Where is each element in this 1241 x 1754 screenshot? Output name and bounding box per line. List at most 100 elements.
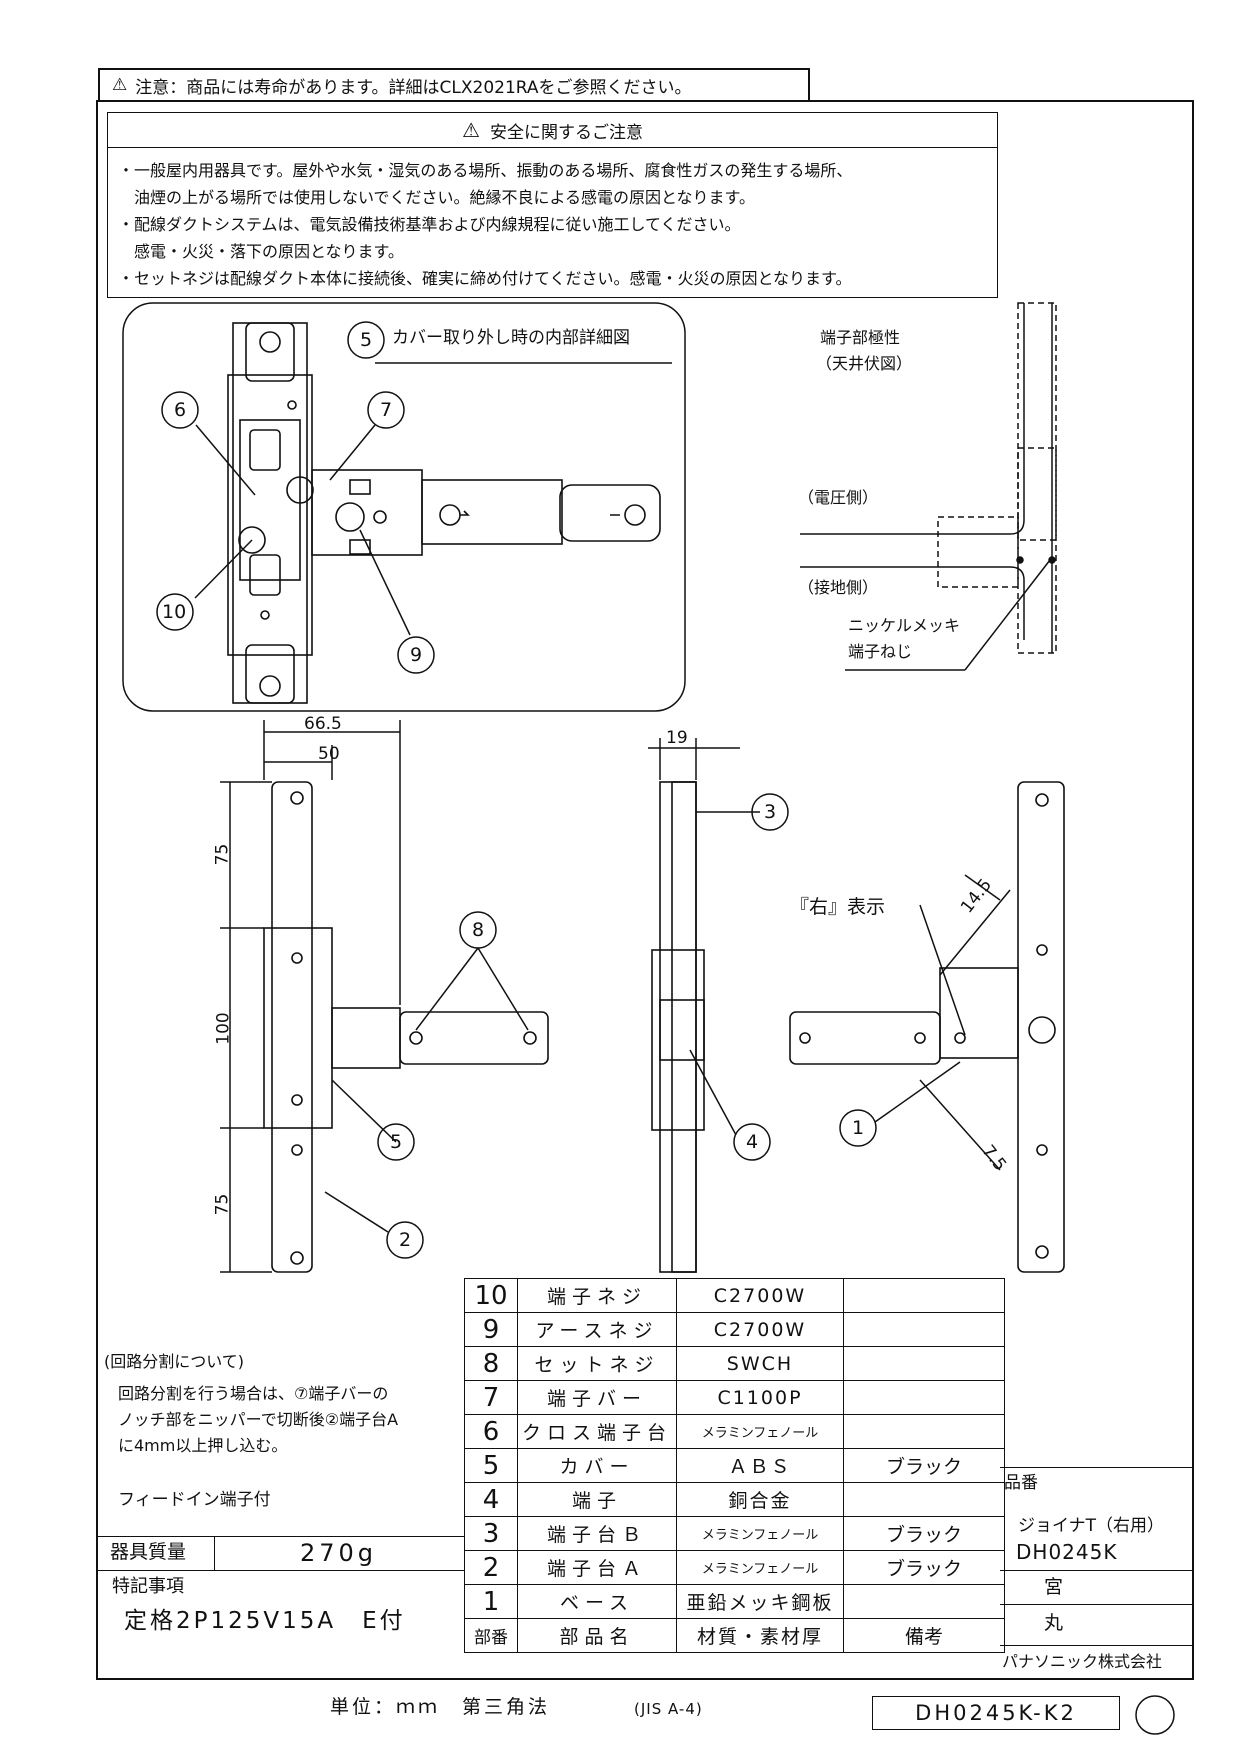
circuit-title: (回路分割について)	[104, 1352, 245, 1371]
special-value: 定格2P125V15A E付	[124, 1608, 406, 1634]
polarity-title: 端子部極性	[820, 328, 901, 347]
header-no: 部番	[464, 1618, 518, 1653]
part-name: カバー	[517, 1448, 677, 1483]
part-note: ブラック	[843, 1448, 1005, 1483]
circuit-line: に4mm以上押し込む。	[118, 1436, 288, 1455]
callout-8: 8	[472, 919, 485, 941]
dim-75-top: 75	[212, 843, 233, 866]
part-material: C1100P	[676, 1380, 844, 1415]
right-mark-label: 『右』表示	[790, 896, 886, 918]
drawing-frame	[96, 100, 1194, 1680]
part-note	[843, 1278, 1005, 1313]
part-material: C2700W	[676, 1278, 844, 1313]
part-material: ＡＢＳ	[676, 1448, 844, 1483]
polarity-diagram	[937, 302, 1057, 654]
dim-50: 50	[318, 744, 340, 764]
part-material: メラミンフェノール	[676, 1550, 844, 1585]
part-material: 銅合金	[676, 1482, 844, 1517]
safety-heading: 安全に関するご注意	[489, 122, 643, 143]
stamp-2: 丸	[1044, 1612, 1064, 1634]
polarity-lines	[800, 303, 1053, 671]
part-note	[843, 1380, 1005, 1415]
part-name: 端子台Ａ	[517, 1550, 677, 1585]
terminal-screw-label: 端子ねじ	[848, 642, 913, 661]
warning-icon: ⚠	[462, 118, 480, 142]
part-material: メラミンフェノール	[676, 1414, 844, 1449]
part-no: 3	[464, 1516, 518, 1551]
part-material: メラミンフェノール	[676, 1516, 844, 1551]
drawing-number: DH0245K-K2	[872, 1696, 1120, 1730]
safety-line: ・セットネジは配線ダクト本体に接続後、確実に締め付けてください。感電・火災の原因…	[118, 269, 852, 288]
part-note	[843, 1482, 1005, 1517]
part-no: 10	[464, 1278, 518, 1313]
callout-6: 6	[174, 399, 187, 421]
part-no: 7	[464, 1380, 518, 1415]
stamp-1: 宮	[1044, 1576, 1064, 1598]
safety-line: 感電・火災・落下の原因となります。	[118, 242, 404, 261]
jis-label: (JIS A-4)	[634, 1700, 703, 1718]
part-no: 1	[464, 1584, 518, 1619]
part-name: クロス端子台	[517, 1414, 677, 1449]
weight-value: 270g	[300, 1539, 378, 1567]
dim-100: 100	[213, 1012, 234, 1045]
front-view	[263, 781, 549, 1273]
part-material: 亜鉛メッキ鋼板	[676, 1584, 844, 1619]
part-note	[843, 1346, 1005, 1381]
notice-banner: ⚠ 注意：商品には寿命があります。詳細はCLX2021RAをご参照ください。	[98, 68, 810, 100]
circuit-line: 回路分割を行う場合は、⑦端子バーの	[118, 1384, 389, 1403]
header-name: 部品名	[517, 1618, 677, 1653]
part-name: 端子台Ｂ	[517, 1516, 677, 1551]
nickel-label: ニッケルメッキ	[848, 616, 961, 635]
product-code: DH0245K	[1016, 1540, 1118, 1564]
callout-9: 9	[410, 644, 423, 666]
right-view	[789, 781, 1065, 1273]
part-no: 6	[464, 1414, 518, 1449]
feed-in-label: フィードイン端子付	[118, 1490, 271, 1510]
polarity-subtitle: （天井伏図）	[816, 354, 913, 373]
callout-3: 3	[764, 801, 777, 823]
dim-19: 19	[666, 728, 688, 748]
part-name: アースネジ	[517, 1312, 677, 1347]
ground-side-label: （接地側）	[798, 578, 879, 597]
part-no: 9	[464, 1312, 518, 1347]
product-label: 品番	[1004, 1473, 1038, 1493]
part-name: 端子バー	[517, 1380, 677, 1415]
part-name: 端子	[517, 1482, 677, 1517]
part-note	[843, 1584, 1005, 1619]
callout-1: 1	[852, 1117, 865, 1139]
part-note	[843, 1414, 1005, 1449]
circuit-line: ノッチ部をニッパーで切断後②端子台A	[118, 1410, 399, 1429]
part-note: ブラック	[843, 1550, 1005, 1585]
part-note: ブラック	[843, 1516, 1005, 1551]
part-note	[843, 1312, 1005, 1347]
part-no: 8	[464, 1346, 518, 1381]
part-material: SWCH	[676, 1346, 844, 1381]
product-name: ジョイナT（右用）	[1018, 1516, 1165, 1536]
safety-line: ・配線ダクトシステムは、電気設備技術基準および内線規程に従い施工してください。	[118, 215, 741, 234]
side-view	[651, 781, 705, 1273]
callout-7: 7	[380, 399, 393, 421]
dim-75-bottom: 75	[212, 1193, 233, 1216]
safety-line: 油煙の上がる場所では使用しないでください。絶縁不良による感電の原因となります。	[118, 188, 755, 207]
company-name: パナソニック株式会社	[1002, 1652, 1163, 1671]
detail-t-component	[227, 322, 661, 704]
detail-label: カバー取り外し時の内部詳細図	[392, 328, 630, 348]
voltage-side-label: （電圧側）	[798, 488, 879, 507]
weight-label: 器具質量	[110, 1541, 187, 1563]
header-material: 材質・素材厚	[676, 1618, 844, 1653]
callout-4: 4	[746, 1131, 759, 1153]
part-name: 端子ネジ	[517, 1278, 677, 1313]
notice-text: 注意：商品には寿命があります。詳細はCLX2021RAをご参照ください。	[135, 77, 692, 98]
part-material: C2700W	[676, 1312, 844, 1347]
part-no: 4	[464, 1482, 518, 1517]
